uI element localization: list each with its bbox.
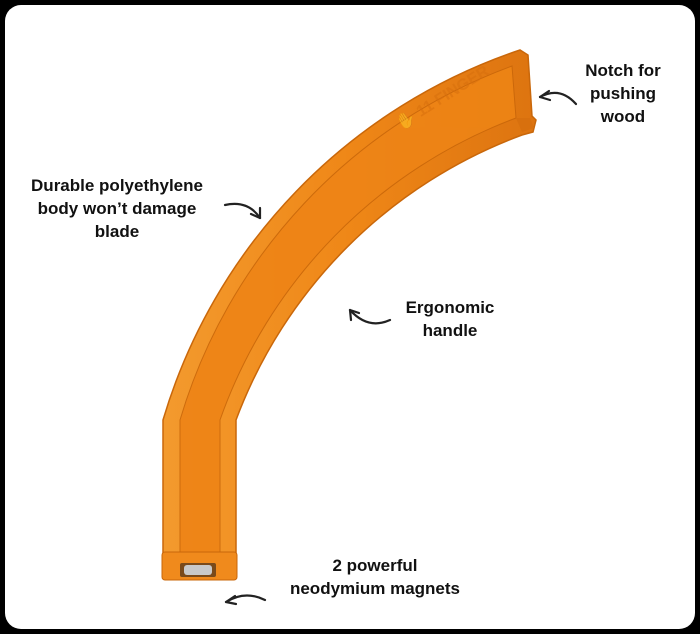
callout-body: Durable polyethylene body won’t damage b… [7,174,227,243]
callout-line: Ergonomic [405,298,495,317]
callout-line: 2 powerful [332,556,418,575]
callout-handle: Ergonomic handle [395,296,505,342]
callout-line: neodymium magnets [289,579,461,598]
callout-line: Notch for [585,61,661,80]
inner-groove [179,65,517,561]
callout-notch: Notch for pushing wood [563,59,683,128]
callout-line: Durable polyethylene [31,176,203,195]
callout-line: blade [94,222,140,241]
push-stick-illustration: ✋ 11 FINGER [161,49,578,606]
callout-line: handle [422,321,478,340]
arrows [223,89,578,606]
notch [516,118,534,132]
arrow-icon-body [223,202,262,220]
callout-line: wood [600,107,646,126]
callout-line: body won’t damage [37,199,197,218]
product-card: ✋ 11 FINGER Notch for pushing wood Durab… [5,5,695,629]
callout-magnets: 2 powerful neodymium magnets [275,554,475,600]
arrow-icon-handle [348,308,392,325]
callout-line: pushing [589,84,657,103]
